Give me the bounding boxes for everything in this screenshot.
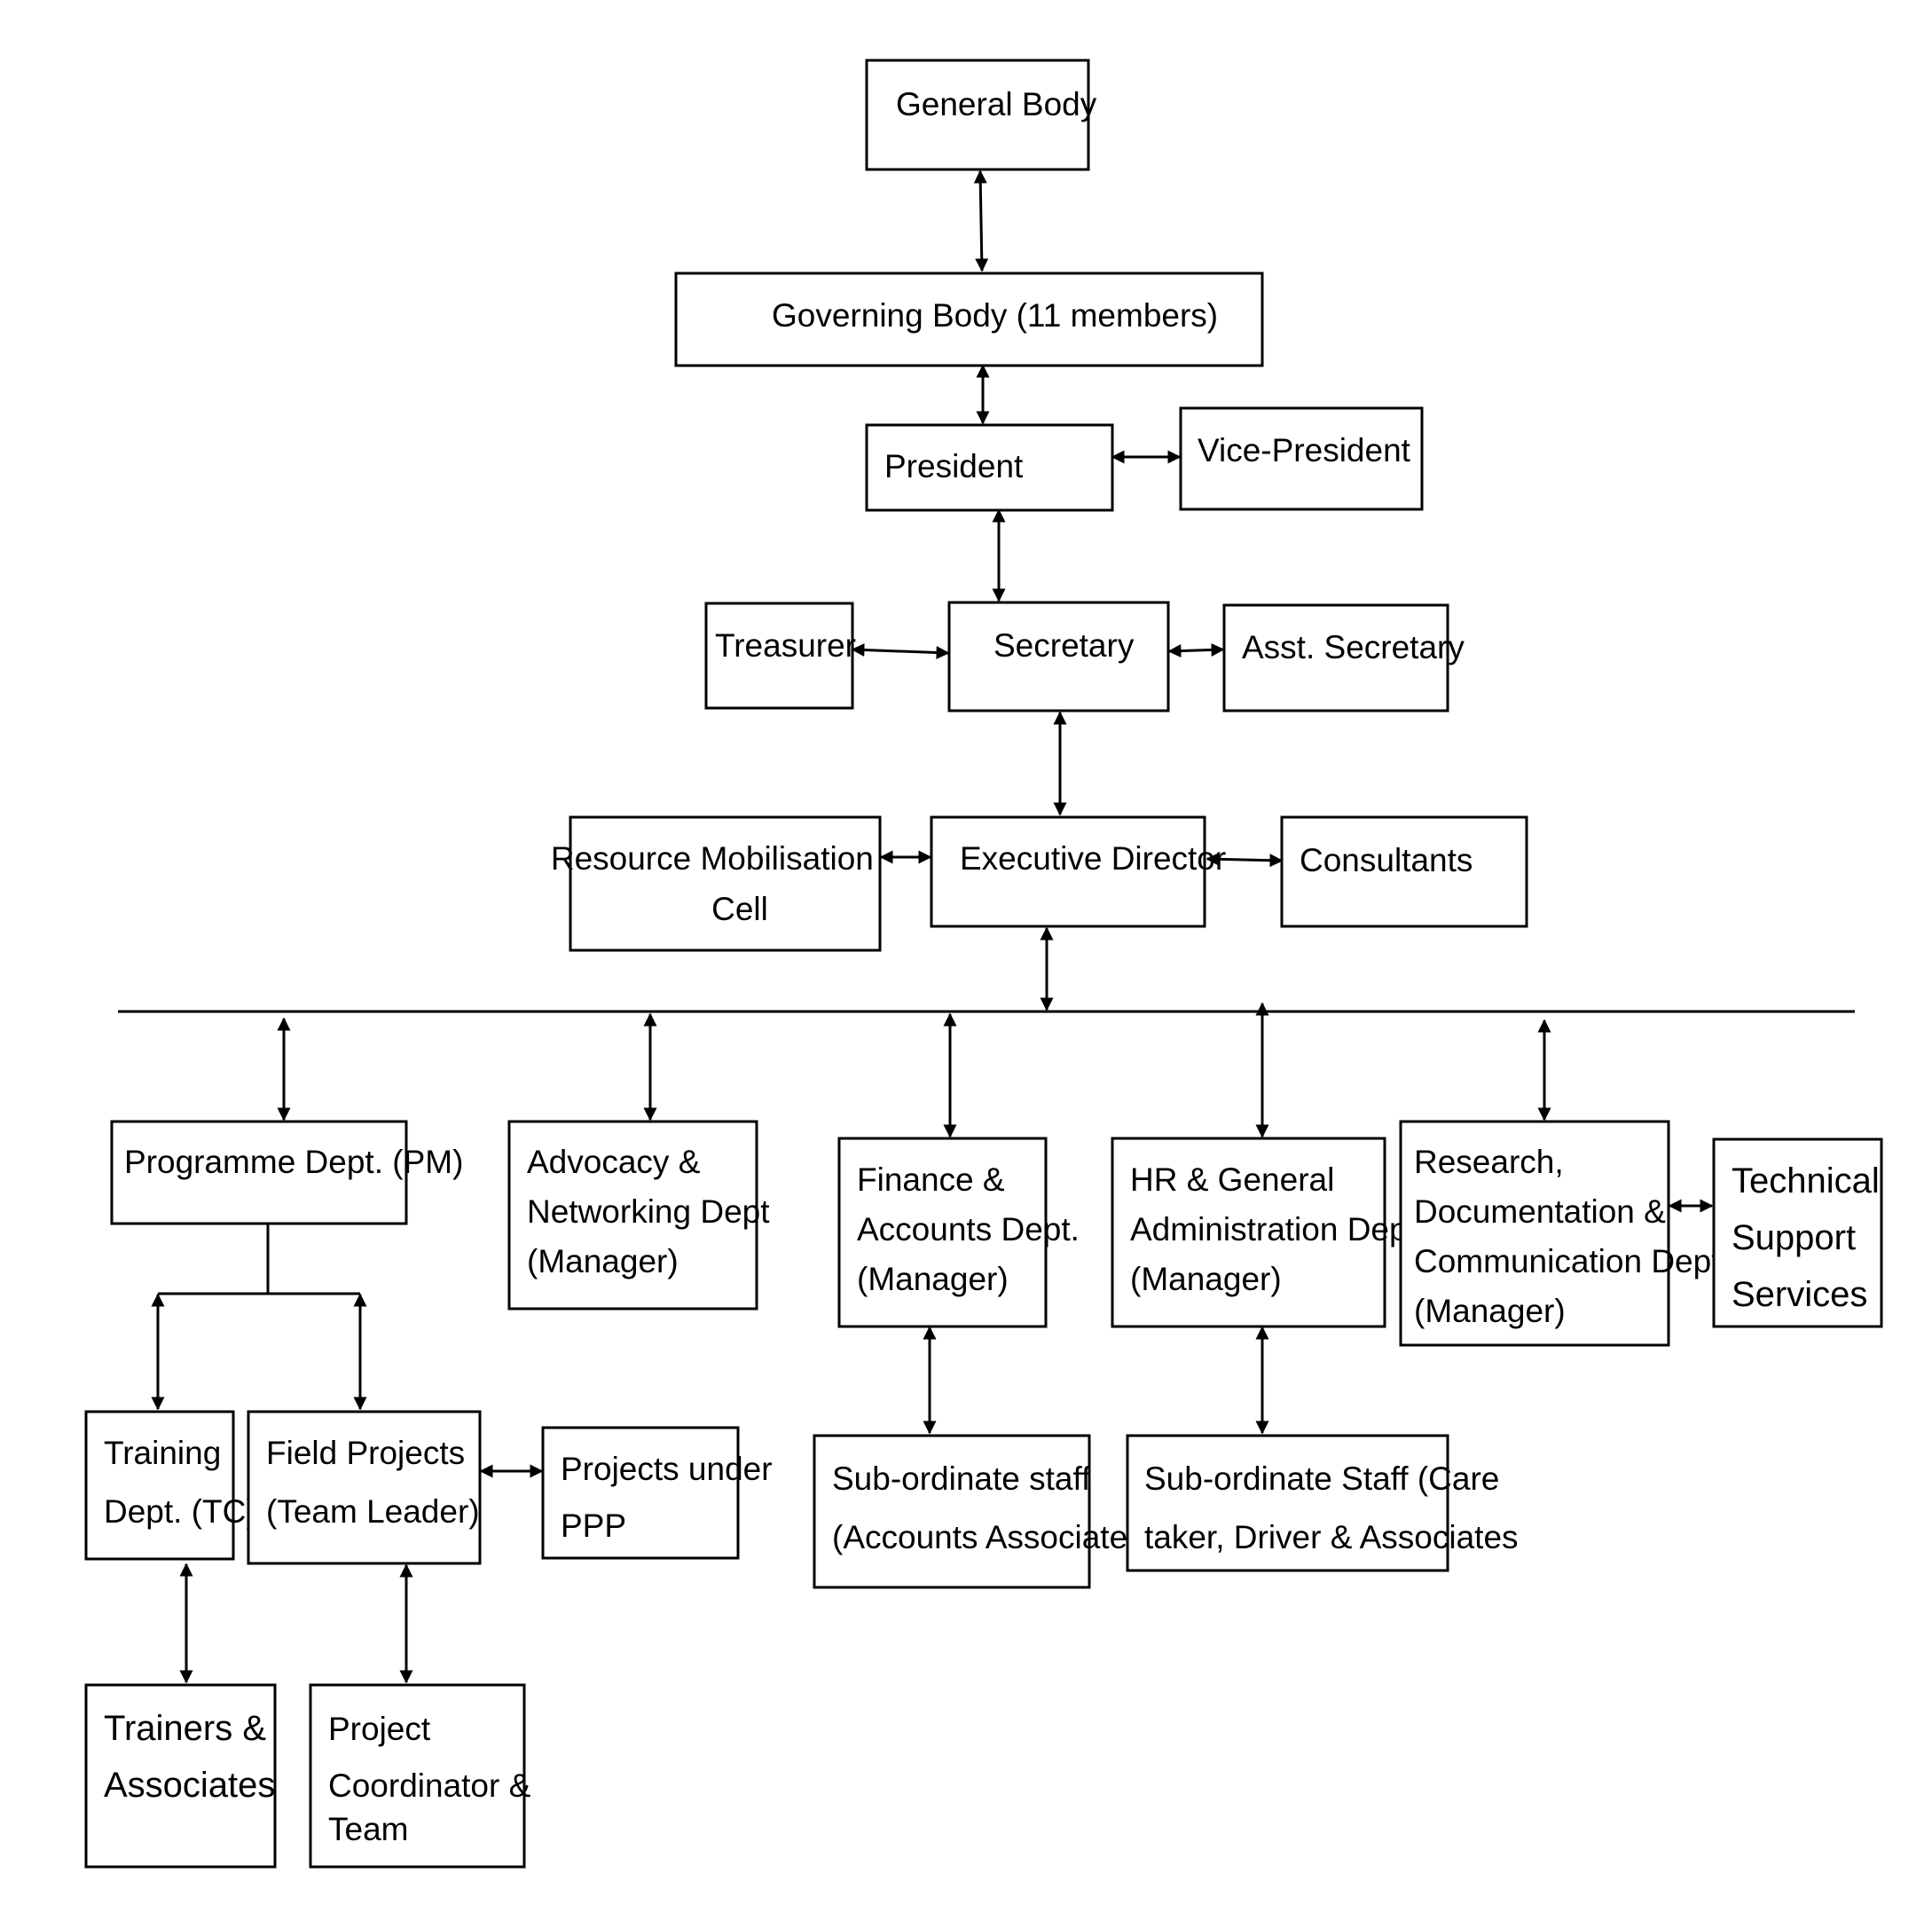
node-label: Project Coordinator & Team xyxy=(328,1711,540,1847)
edge-secretary-asstsecretary xyxy=(1167,642,1225,658)
node-label: Projects under PPP xyxy=(561,1451,781,1544)
node-label: Governing Body (11 members) xyxy=(772,297,1218,334)
node-label: Sub-ordinate staff (Accounts Associates) xyxy=(832,1460,1155,1555)
node-project-coordinator-team: Project Coordinator & Team xyxy=(309,1683,540,1869)
node-programme-dept: Programme Dept. (PM) xyxy=(110,1120,463,1225)
node-hr-subordinate-staff: Sub-ordinate Staff (Care taker, Driver &… xyxy=(1126,1434,1519,1572)
edge-treasurer-secretary xyxy=(851,643,950,659)
node-label: Research, Documentation & Communication … xyxy=(1414,1144,1739,1329)
node-secretary: Secretary xyxy=(947,601,1170,712)
node-treasurer: Treasurer xyxy=(704,602,856,710)
node-asst-secretary: Asst. Secretary xyxy=(1222,603,1465,712)
node-governing-body: Governing Body (11 members) xyxy=(674,272,1264,367)
node-training-dept: Training Dept. (TC) xyxy=(84,1410,257,1561)
node-label: Field Projects (Team Leader) xyxy=(266,1435,480,1530)
node-projects-under-ppp: Projects under PPP xyxy=(541,1426,781,1560)
node-label: Training Dept. (TC) xyxy=(104,1435,257,1530)
edge-general-governing xyxy=(973,169,989,272)
node-label: Executive Director xyxy=(960,840,1226,877)
node-field-projects: Field Projects (Team Leader) xyxy=(247,1410,482,1565)
node-label: Programme Dept. (PM) xyxy=(124,1144,463,1180)
node-trainers-associates: Trainers & Associates xyxy=(84,1683,277,1869)
org-units: General Body Governing Body (11 members)… xyxy=(84,59,1889,1869)
connectors xyxy=(118,169,1855,1684)
node-label: Advocacy & Networking Dept (Manager) xyxy=(527,1144,779,1279)
node-label: HR & General Administration Dept. (Manag… xyxy=(1130,1161,1434,1297)
edge-executivedirector-consultants xyxy=(1206,852,1284,868)
node-resource-mobilisation-cell: Resource Mobilisation Cell xyxy=(551,815,883,952)
node-finance-accounts-dept: Finance & Accounts Dept. (Manager) xyxy=(837,1137,1088,1328)
node-label: President xyxy=(884,448,1024,484)
node-technical-support-services: Technical Support Services xyxy=(1712,1137,1889,1328)
node-advocacy-networking-dept: Advocacy & Networking Dept (Manager) xyxy=(507,1120,779,1311)
node-finance-subordinate-staff: Sub-ordinate staff (Accounts Associates) xyxy=(813,1434,1155,1589)
node-hr-admin-dept: HR & General Administration Dept. (Manag… xyxy=(1111,1137,1434,1328)
node-label: Trainers & Associates xyxy=(104,1709,276,1805)
node-label: Treasurer xyxy=(715,627,856,664)
node-vice-president: Vice-President xyxy=(1179,406,1424,511)
node-label: General Body xyxy=(896,86,1097,122)
node-label: Resource Mobilisation Cell xyxy=(551,840,883,927)
node-label: Consultants xyxy=(1300,842,1473,878)
node-general-body: General Body xyxy=(865,59,1097,171)
node-label: Finance & Accounts Dept. (Manager) xyxy=(857,1161,1088,1297)
node-label: Secretary xyxy=(993,627,1135,664)
node-label: Asst. Secretary xyxy=(1242,629,1465,665)
node-president: President xyxy=(865,423,1114,512)
node-consultants: Consultants xyxy=(1280,815,1528,928)
node-label: Vice-President xyxy=(1198,432,1411,468)
node-executive-director: Executive Director xyxy=(930,815,1226,928)
node-research-documentation-dept: Research, Documentation & Communication … xyxy=(1399,1120,1739,1347)
node-label: Sub-ordinate Staff (Care taker, Driver &… xyxy=(1144,1460,1519,1555)
node-label: Technical Support Services xyxy=(1732,1161,1889,1314)
